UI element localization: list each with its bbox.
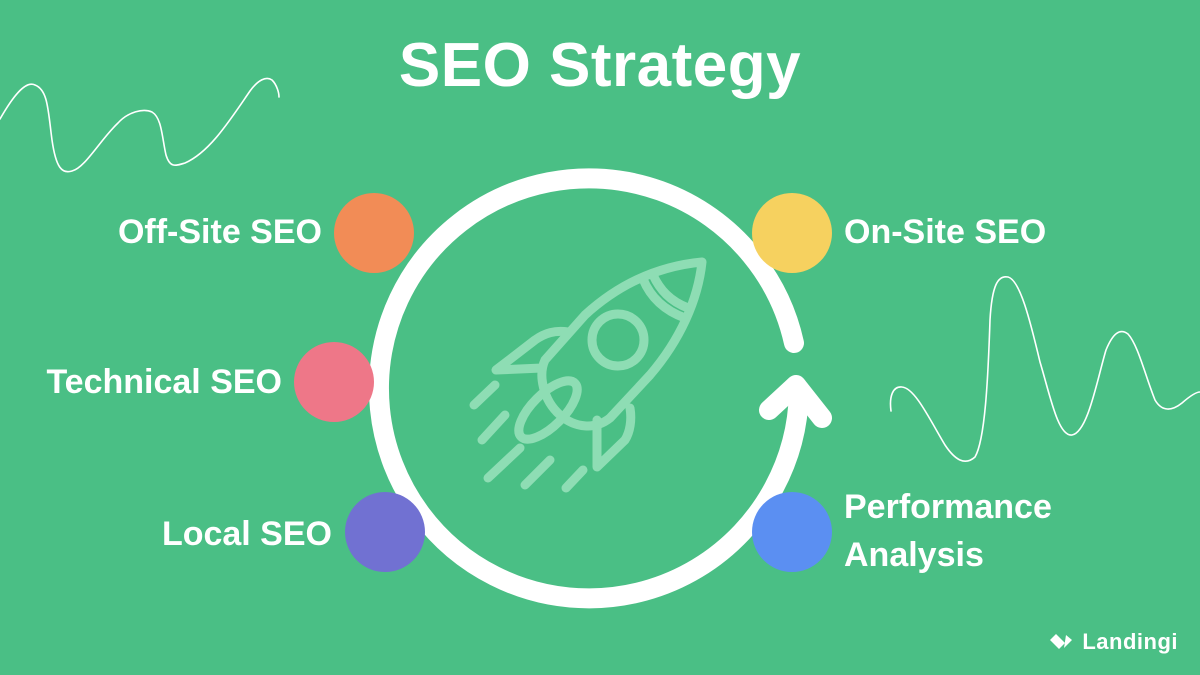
node-dot-technical bbox=[294, 342, 374, 422]
node-dot-local bbox=[345, 492, 425, 572]
node-label-performance: Performance Analysis bbox=[844, 483, 1052, 579]
node-dot-on-site bbox=[752, 193, 832, 273]
node-label-technical: Technical SEO bbox=[46, 363, 282, 401]
node-label-performance-line2: Analysis bbox=[844, 536, 984, 574]
node-dot-performance bbox=[752, 492, 832, 572]
node-dot-off-site bbox=[334, 193, 414, 273]
landingi-logo-icon bbox=[1050, 634, 1073, 649]
node-label-off-site: Off-Site SEO bbox=[117, 213, 322, 251]
squiggle-right-icon bbox=[889, 276, 1200, 462]
page-title: SEO Strategy bbox=[398, 31, 802, 100]
brand-name: Landingi bbox=[1082, 629, 1178, 654]
squiggle-top-left-icon bbox=[0, 77, 280, 173]
brand-logo: Landingi bbox=[1048, 629, 1178, 655]
node-label-performance-line1: Performance bbox=[844, 488, 1052, 526]
node-label-local: Local SEO bbox=[161, 515, 332, 553]
node-label-on-site: On-Site SEO bbox=[844, 213, 1047, 251]
